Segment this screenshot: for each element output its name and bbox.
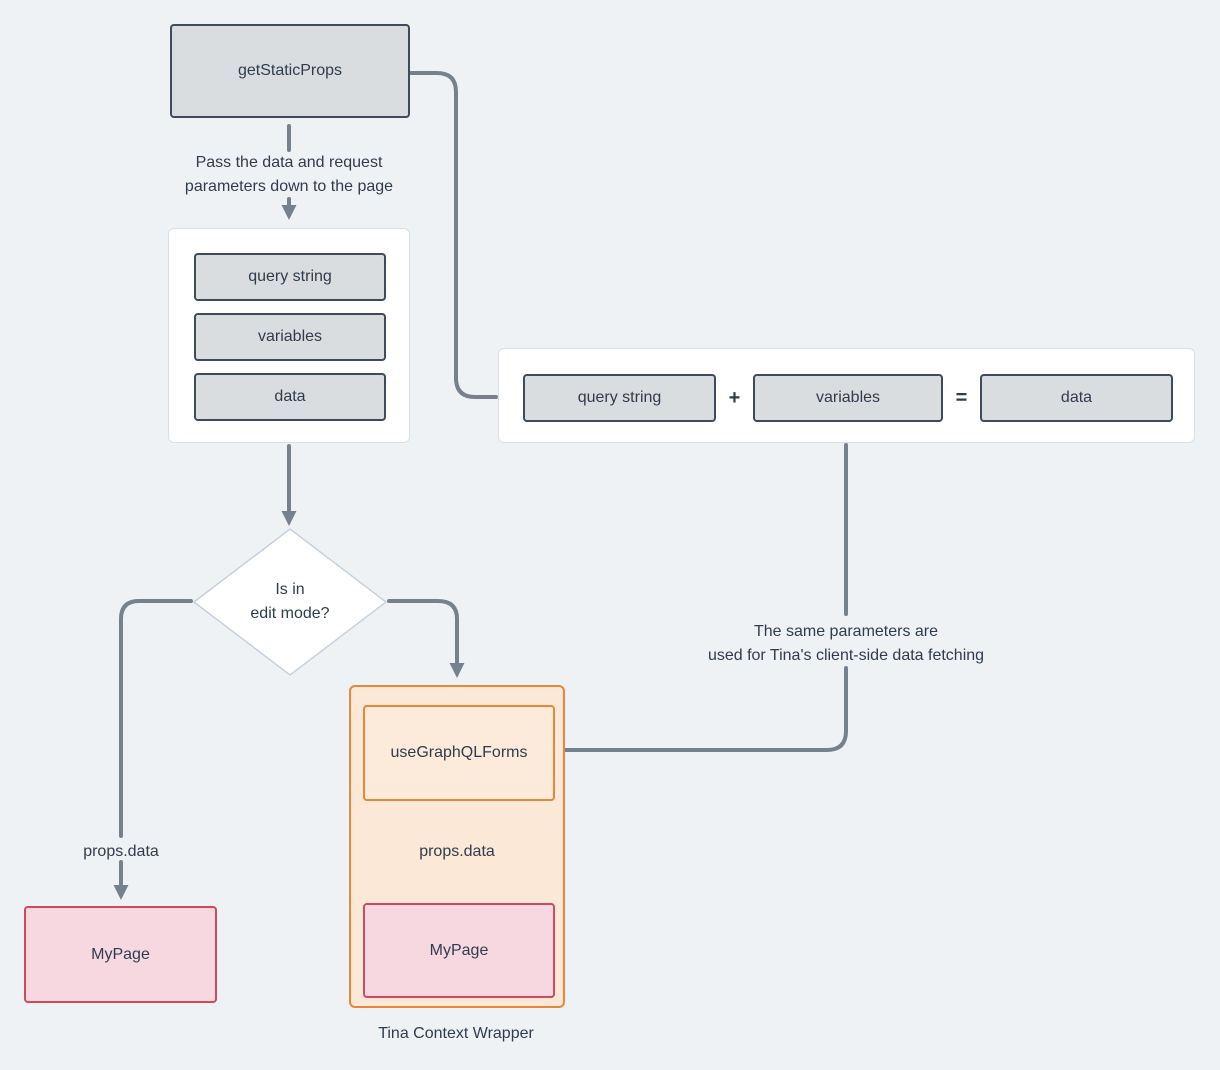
tina-wrapper-caption: Tina Context Wrapper	[378, 1025, 534, 1042]
decision-label-line1: Is in	[275, 581, 305, 598]
arrowhead-mypage-left	[113, 885, 129, 900]
connector-equation-to-usegraphqlforms	[557, 666, 848, 752]
node-equation-variables: variables	[753, 374, 943, 422]
group-tina-context-wrapper: useGraphQLForms MyPage	[349, 685, 565, 1008]
equals-operator-label: =	[955, 386, 968, 409]
node-query-string-label: query string	[248, 268, 332, 285]
plus-operator-label: +	[728, 386, 741, 409]
node-use-graphql-forms: useGraphQLForms	[363, 705, 555, 801]
annotation-pass-data-line2: parameters down to the page	[184, 178, 394, 195]
plus-operator: +	[716, 374, 753, 422]
connector-decision-no-branch	[119, 599, 193, 838]
node-equation-query-string-label: query string	[577, 389, 662, 406]
node-variables-label: variables	[257, 328, 323, 345]
node-query-string: query string	[194, 253, 386, 301]
arrowhead-wrapper	[449, 663, 465, 678]
annotation-same-params-line1: The same parameters are	[753, 623, 939, 640]
node-get-static-props-label: getStaticProps	[237, 62, 343, 79]
node-my-page-edit-label: MyPage	[429, 941, 489, 959]
node-equation-variables-label: variables	[815, 389, 881, 406]
node-get-static-props: getStaticProps	[170, 24, 410, 118]
node-equation-data-label: data	[1060, 389, 1093, 406]
node-my-page-edit: MyPage	[363, 903, 555, 998]
decision-label: Is in edit mode?	[210, 578, 370, 626]
connector-decision-yes-branch	[387, 599, 459, 664]
annotation-pass-data-line1: Pass the data and request	[195, 154, 383, 171]
annotation-props-data-right: props.data	[419, 843, 495, 860]
node-my-page-static-label: MyPage	[91, 945, 150, 963]
group-equation: query string + variables = data	[498, 348, 1195, 443]
node-my-page-static: MyPage	[24, 906, 217, 1003]
node-data-label: data	[274, 388, 306, 405]
decision-label-line2: edit mode?	[250, 605, 330, 622]
annotation-same-params: The same parameters are used for Tina's …	[646, 620, 1046, 668]
node-variables: variables	[194, 313, 386, 361]
node-data: data	[194, 373, 386, 421]
arrowhead-decision	[281, 511, 297, 526]
annotation-props-data-left: props.data	[83, 843, 159, 860]
node-equation-query-string: query string	[523, 374, 716, 422]
group-request-params: query string variables data	[168, 228, 410, 443]
node-use-graphql-forms-label: useGraphQLForms	[390, 744, 528, 761]
node-equation-data: data	[980, 374, 1173, 422]
annotation-pass-data: Pass the data and request parameters dow…	[139, 151, 439, 199]
equals-operator: =	[943, 374, 980, 422]
connector-getstaticprops-to-equation	[409, 71, 498, 399]
annotation-same-params-line2: used for Tina's client-side data fetchin…	[707, 647, 985, 664]
arrowhead-request-params	[281, 205, 297, 220]
